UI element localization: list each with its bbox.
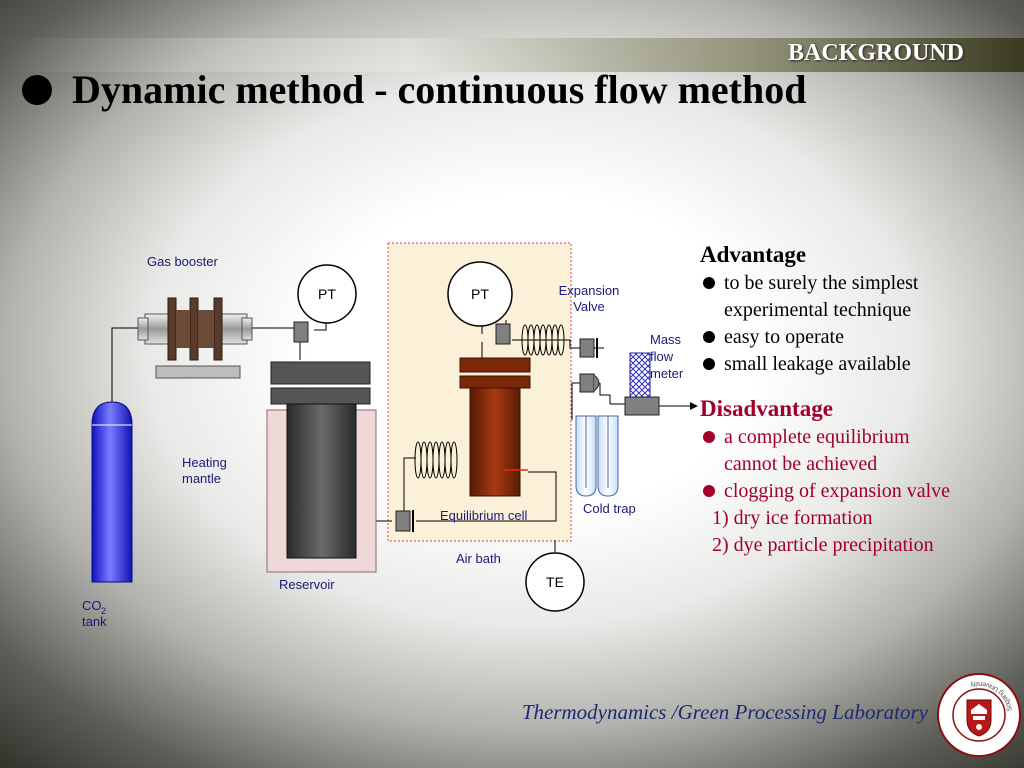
advantage-heading: Advantage: [700, 242, 807, 267]
mass-flow-meter: [629, 352, 651, 398]
expansion-valve-label-1: Expansion: [559, 283, 620, 298]
disadvantage-subitem: 2) dye particle precipitation: [712, 534, 934, 556]
tank-label: tank: [82, 614, 107, 629]
mass-flow-label-2: flow: [650, 349, 674, 364]
reservoir-label: Reservoir: [279, 577, 335, 592]
co2-label: CO: [82, 598, 102, 613]
reservoir: [286, 403, 357, 559]
pt-left-label: PT: [318, 286, 336, 302]
bullet-icon: [703, 277, 715, 289]
university-seal-icon: Sogang University: [937, 673, 1021, 757]
disadvantage-heading: Disadvantage: [700, 396, 833, 421]
advantage-item: small leakage available: [700, 351, 1020, 378]
cold-trap-label: Cold trap: [583, 501, 636, 516]
pt-right: [447, 261, 513, 327]
pt-left-valve: [293, 321, 309, 343]
mass-flow-label-1: Mass: [650, 332, 682, 347]
pt-right-label: PT: [471, 286, 489, 302]
disadvantage-item-text: clogging of expansion valve: [724, 480, 951, 502]
outlet-arrow: [690, 402, 698, 410]
equilibrium-cell-label: Equilibrium cell: [440, 508, 528, 523]
advantage-item-text: small leakage available: [724, 353, 911, 375]
disadvantage-item: clogging of expansion valve: [700, 478, 1020, 505]
expansion-valve-2: [579, 373, 595, 393]
bullet-icon: [703, 431, 715, 443]
header-banner: [0, 38, 1024, 72]
cold-trap: [575, 415, 619, 497]
lower-valve: [395, 510, 411, 532]
te-circle: [525, 552, 585, 612]
reservoir-cap: [270, 361, 371, 385]
heating-mantle-label-1: Heating: [182, 455, 227, 470]
disadvantage-subitem: 1) dry ice formation: [712, 507, 873, 529]
flow-meter-base: [624, 396, 660, 416]
advantage-item: easy to operate: [700, 324, 1020, 351]
bullet-icon: [703, 358, 715, 370]
bullet-icon: [703, 485, 715, 497]
te-label: TE: [546, 574, 564, 590]
expansion-valve-1: [579, 338, 595, 358]
mass-flow-label-3: meter: [650, 366, 684, 381]
lower-coil: [414, 441, 458, 479]
title-row: Dynamic method - continuous flow method: [22, 66, 806, 113]
gas-booster-label: Gas booster: [147, 254, 218, 269]
cell-cap: [459, 357, 531, 373]
air-bath-label: Air bath: [456, 551, 501, 566]
reservoir-flange: [270, 387, 371, 405]
equilibrium-cell: [469, 387, 521, 497]
pt-right-valve: [495, 323, 511, 345]
title-bullet: [22, 74, 52, 105]
bullet-icon: [703, 331, 715, 343]
co2-subscript: 2: [101, 606, 106, 616]
upper-coil: [521, 324, 565, 356]
expansion-valve-label-2: Valve: [573, 299, 605, 314]
co2-tank: [91, 401, 133, 583]
heating-mantle-label-2: mantle: [182, 471, 221, 486]
page-title: Dynamic method - continuous flow method: [72, 67, 807, 112]
section-label: BACKGROUND: [787, 40, 964, 66]
cell-flange: [459, 375, 531, 389]
advantage-item-text: easy to operate: [724, 326, 844, 348]
lab-name: Thermodynamics /Green Processing Laborat…: [521, 700, 928, 724]
pt-left: [297, 264, 357, 324]
gas-booster: [137, 297, 253, 379]
